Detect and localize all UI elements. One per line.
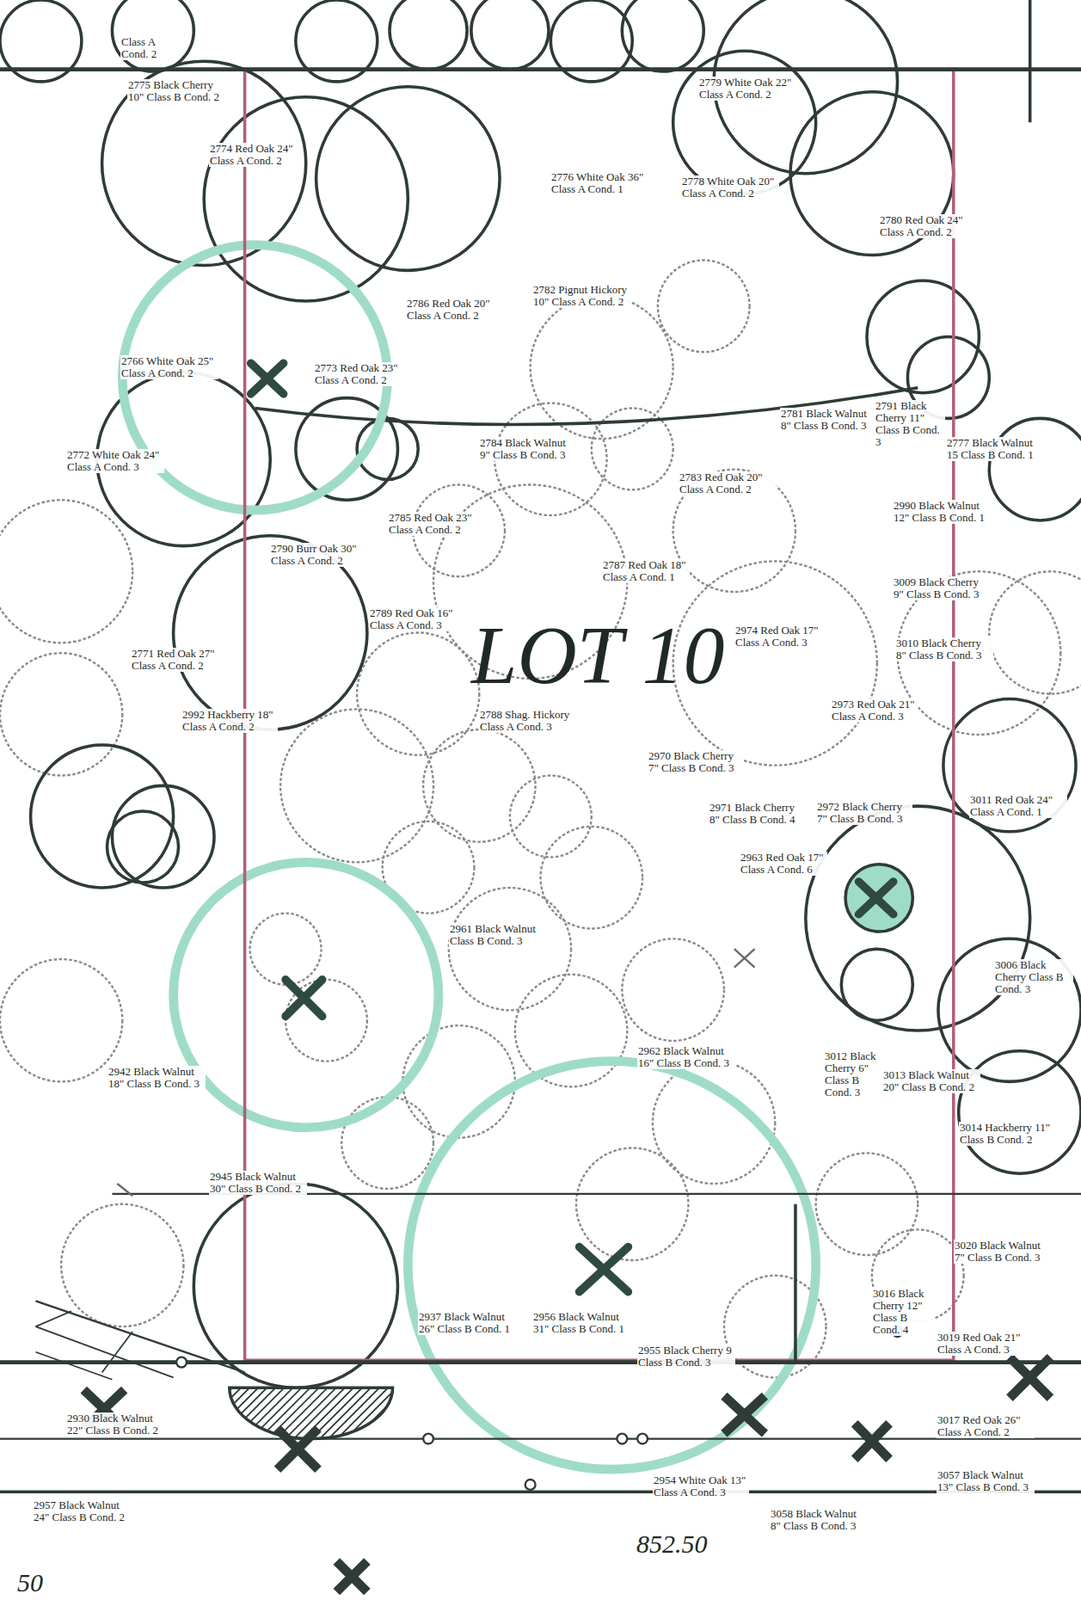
tree-tag: 2974 Red Oak 17" Class A Cond. 3 [734, 624, 831, 649]
tree-tag: 2766 White Oak 25" Class A Cond. 2 [120, 355, 219, 380]
tree-tag: 2961 Black Walnut Class B Cond. 3 [448, 922, 547, 947]
tree-tag: 2782 Pignut Hickory 10" Class A Cond. 2 [532, 283, 631, 308]
tree-tag: 3012 Black Cherry 6" Class B Cond. 3 [823, 1050, 879, 1099]
tree-tag: 2786 Red Oak 20" Class A Cond. 2 [405, 297, 494, 322]
tree-tag: 3019 Red Oak 21" Class A Cond. 3 [936, 1331, 1035, 1356]
tree-tag: 2780 Red Oak 24" Class A Cond. 2 [878, 214, 967, 239]
tree-tag: 2956 Black Walnut 31" Class B Cond. 1 [532, 1310, 631, 1335]
tree-tag: 3058 Black Walnut 8" Class B Cond. 3 [769, 1507, 868, 1532]
tree-tag: 3009 Black Cherry 9" Class B Cond. 3 [892, 576, 991, 601]
tree-tag: 2771 Red Oak 27" Class A Cond. 2 [130, 647, 219, 672]
tree-tag: 2992 Hackberry 18" Class A Cond. 2 [181, 708, 278, 733]
lot-number: LOT 10 [471, 612, 725, 699]
tree-tag: 2779 White Oak 22" Class A Cond. 2 [698, 76, 797, 101]
tree-tag: 2781 Black Walnut 8" Class B Cond. 3 [780, 407, 868, 432]
tree-tag: 2773 Red Oak 23" Class A Cond. 2 [313, 362, 402, 387]
tree-tag: 2787 Red Oak 18" Class A Cond. 1 [601, 558, 690, 584]
tree-tag: 2775 Black Cherry 10" Class B Cond. 2 [127, 79, 226, 104]
tree-tag: 2774 Red Oak 24" Class A Cond. 2 [208, 142, 297, 167]
tree-tag: 2778 White Oak 20" Class A Cond. 2 [681, 175, 780, 200]
tree-tag: 2962 Black Walnut 16" Class B Cond. 3 [637, 1044, 736, 1069]
tree-tag: 3020 Black Walnut 7" Class B Cond. 3 [953, 1239, 1052, 1264]
dimension: 852.50 [634, 1529, 710, 1558]
tree-tag: 2972 Black Cherry 7" Class B Cond. 3 [816, 800, 913, 825]
tree-tag: 3014 Hackberry 11" Class B Cond. 2 [958, 1121, 1057, 1146]
tree-tag: 2963 Red Oak 17" Class A Cond. 6 [739, 851, 828, 876]
tree-tag: 2942 Black Walnut 18" Class B Cond. 3 [107, 1065, 206, 1090]
tree-tag: 2954 White Oak 13" Class A Cond. 3 [652, 1474, 750, 1499]
tree-tag: 2971 Black Cherry 8" Class B Cond. 4 [708, 801, 801, 826]
tree-tag: 3013 Black Walnut 20" Class B Cond. 2 [882, 1068, 981, 1094]
tree-tag: 2784 Black Walnut 9" Class B Cond. 3 [479, 436, 578, 461]
tree-tag: 2772 White Oak 24" Class A Cond. 3 [66, 448, 165, 473]
tree-tag: 2785 Red Oak 23" Class A Cond. 2 [387, 511, 476, 536]
tree-tag: 2955 Black Cherry 9 Class B Cond. 3 [637, 1344, 736, 1369]
tree-tag: 2788 Shag. Hickory Class A Cond. 3 [479, 708, 576, 733]
tree-tag: 2973 Red Oak 21" Class A Cond. 3 [830, 698, 919, 723]
tree-tag: 2791 Black Cherry 11" Class B Cond. 3 [874, 399, 946, 449]
tree-tag: 2957 Black Walnut 24" Class B Cond. 2 [32, 1498, 131, 1524]
tree-tag: 2776 White Oak 36" Class A Cond. 1 [550, 171, 649, 196]
tree-tag: 3010 Black Cherry 8" Class B Cond. 3 [895, 637, 994, 662]
tree-tag: 2777 Black Walnut 15 Class B Cond. 1 [945, 436, 1045, 461]
dimension: 50 [15, 1568, 45, 1597]
tree-tag: Class A Cond. 2 [120, 36, 174, 61]
tree-tag: 3006 Black Cherry Class B Cond. 3 [994, 958, 1074, 996]
tree-tag: 2970 Black Cherry 7" Class B Cond. 3 [647, 749, 744, 774]
tree-tag: 2990 Black Walnut 12" Class B Cond. 1 [892, 499, 991, 524]
tree-tag: 3016 Black Cherry 12" Class B Cond. 4 [872, 1287, 934, 1336]
tree-tag: 3011 Red Oak 24" Class A Cond. 1 [969, 793, 1068, 818]
tree-tag: 2789 Red Oak 16" Class A Cond. 3 [368, 607, 457, 632]
tree-tag: 2945 Black Walnut 30" Class B Cond. 2 [208, 1170, 308, 1195]
tree-tag: 3017 Red Oak 26" Class A Cond. 2 [936, 1413, 1035, 1438]
tree-tag: 2930 Black Walnut 22" Class B Cond. 2 [66, 1412, 165, 1437]
tree-tag: 3057 Black Walnut 13" Class B Cond. 3 [936, 1468, 1035, 1493]
tree-tag: 2790 Burr Oak 30" Class A Cond. 2 [270, 542, 367, 567]
tree-tag: 2783 Red Oak 20" Class A Cond. 2 [678, 471, 777, 496]
tree-tag: 2937 Black Walnut 26" Class B Cond. 1 [417, 1310, 516, 1335]
